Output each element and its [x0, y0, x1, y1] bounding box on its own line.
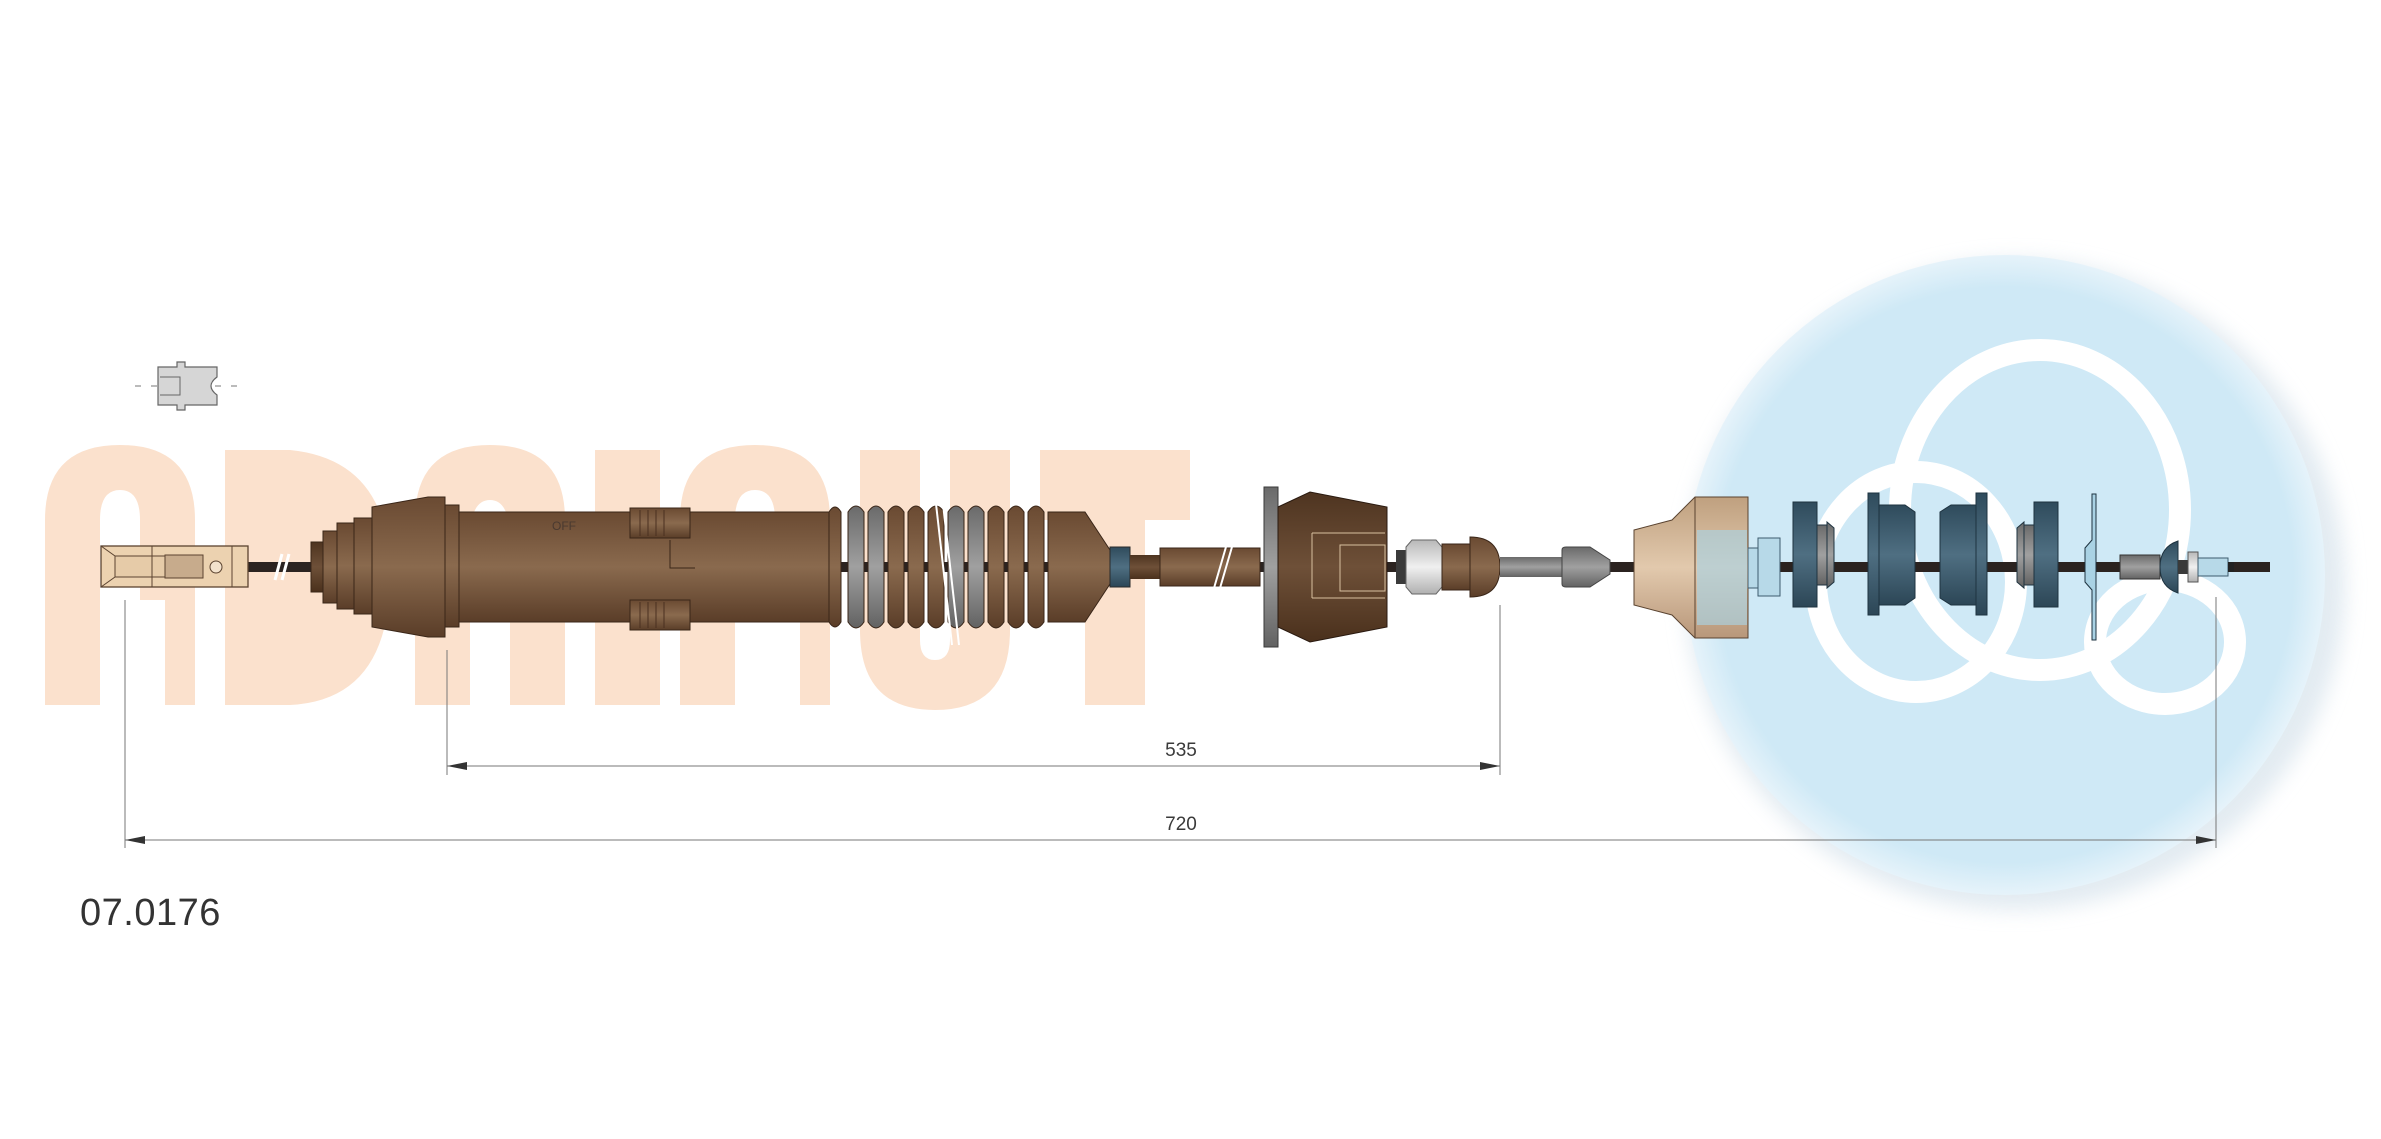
- tube-sleeve: [1159, 547, 1261, 587]
- clip-detail-icon: [135, 361, 245, 411]
- part-number: 07.0176: [80, 892, 221, 934]
- spacer: [1747, 547, 1759, 589]
- arrow-right-icon: [1480, 762, 1500, 770]
- washers-stack: [1792, 492, 2097, 641]
- break-mark: [273, 553, 291, 581]
- adjuster-housing: OFF: [310, 496, 830, 638]
- arrow-left-icon: [125, 836, 145, 844]
- arrow-left-icon: [447, 762, 467, 770]
- bush-collar: [1757, 537, 1781, 597]
- washer: [1396, 550, 1406, 584]
- break-mark: [934, 494, 960, 646]
- watermark: [45, 255, 2345, 910]
- dimension-label-720: 720: [1165, 814, 1197, 835]
- hex-nut: [1405, 539, 1443, 595]
- tube-joint: [1109, 546, 1131, 588]
- arrow-right-icon: [2196, 836, 2216, 844]
- fork-end-fitting: [100, 545, 249, 588]
- flange-mount: [1263, 486, 1388, 648]
- off-marking: OFF: [552, 519, 576, 533]
- break-mark: [1211, 539, 1235, 596]
- ferrule: [1561, 546, 1611, 588]
- threaded-end-fitting: [2119, 540, 2234, 594]
- dimension-lines: [124, 597, 2217, 848]
- dimension-label-535: 535: [1165, 740, 1197, 761]
- end-cap: [1469, 536, 1501, 598]
- damper-bushing: [1633, 496, 1749, 639]
- bellows: [828, 505, 1111, 629]
